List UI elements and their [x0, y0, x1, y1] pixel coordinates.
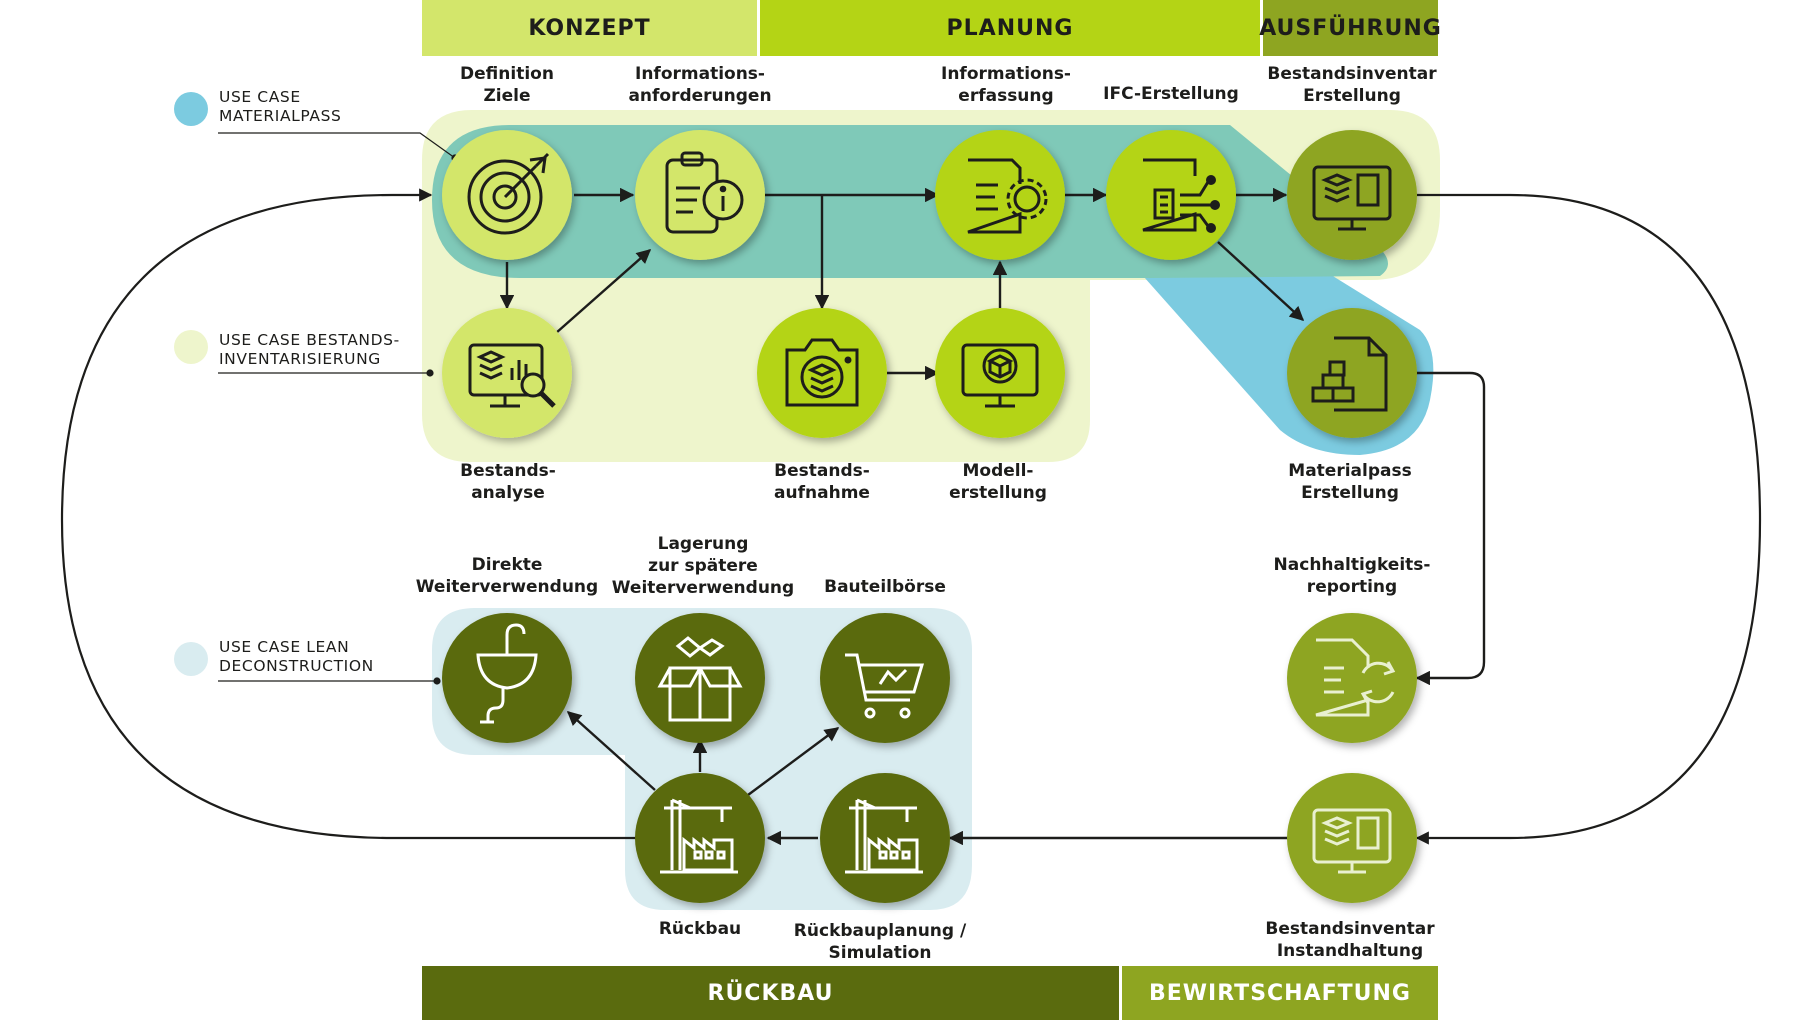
node-informationsanforderungen[interactable]: [635, 130, 765, 260]
sink-icon: [476, 623, 538, 724]
node-ifc-erstellung[interactable]: [1106, 130, 1236, 260]
label-informationserfassung: Informations-erfassung: [941, 64, 1071, 106]
node-rueckbau[interactable]: [635, 773, 765, 903]
legend-dot-materialpass: [174, 92, 208, 126]
box-icon: [657, 636, 743, 722]
arrow-rueckbau-direkte: [566, 711, 656, 791]
phase-bewirtschaftung: BEWIRTSCHAFTUNG: [1122, 966, 1438, 1020]
label-bauteilboerse: Bauteilbörse: [824, 577, 946, 597]
node-rueckbauplanung[interactable]: [820, 773, 950, 903]
monitor-cube-icon: [961, 343, 1039, 408]
camera-icon: [785, 338, 859, 407]
node-direkte-weiterverwendung[interactable]: [442, 613, 572, 743]
label-modellerstellung: Modell-erstellung: [949, 461, 1047, 503]
phase-planung: PLANUNG: [760, 0, 1260, 56]
node-informationserfassung[interactable]: [935, 130, 1065, 260]
node-materialpass[interactable]: [1287, 308, 1417, 438]
crane-building-icon-2: [845, 798, 923, 874]
arrow-ifc-materialpass: [1217, 241, 1305, 321]
target-icon: [467, 152, 550, 235]
node-bestandsaufnahme[interactable]: [757, 308, 887, 438]
arrow-analyse-infoanf: [555, 249, 652, 334]
arrow-rueckbau-boerse: [747, 727, 840, 796]
arrow-materialpass-nachhaltigkeit: [1415, 371, 1486, 686]
region-materialpass-teal: [432, 125, 1388, 278]
node-bestandsinventar-instandhaltung[interactable]: [1287, 773, 1417, 903]
cart-icon: [845, 653, 925, 719]
legend-dot-bestandsinventarisierung: [174, 330, 208, 364]
label-rueckbau: Rückbau: [658, 919, 742, 939]
document-bricks-icon: [1311, 336, 1388, 412]
label-nachhaltigkeitsreporting: Nachhaltigkeits-reporting: [1273, 555, 1431, 597]
node-bestandsanalyse[interactable]: [442, 308, 572, 438]
monitor-magnifier-icon: [468, 343, 556, 408]
phase-rueckbau: RÜCKBAU: [422, 966, 1119, 1020]
label-ifc-erstellung: IFC-Erstellung: [1103, 84, 1239, 104]
crane-building-icon: [660, 798, 738, 874]
node-nachhaltigkeitsreporting[interactable]: [1287, 613, 1417, 743]
monitor-layers-icon: [1312, 165, 1392, 231]
node-bestandsinventar-erstellung[interactable]: [1287, 130, 1417, 260]
document-refresh-icon: [1315, 638, 1396, 717]
label-informationsanforderungen: Informations-anforderungen: [628, 64, 772, 106]
legend-dot-lean-deconstruction: [174, 642, 208, 676]
label-bestandsanalyse: Bestands-analyse: [460, 461, 556, 503]
lifecycle-loop-left: [60, 188, 700, 840]
label-bestandsaufnahme: Bestands-aufnahme: [774, 461, 870, 503]
monitor-layers-icon-2: [1312, 808, 1392, 874]
ifc-export-icon: [1142, 158, 1220, 233]
lifecycle-loop-right: [1415, 193, 1762, 845]
document-gear-icon: [967, 158, 1048, 234]
phase-konzept: KONZEPT: [422, 0, 757, 56]
legend-label-bestandsinventarisierung: USE CASE BESTANDS-INVENTARISIERUNG: [219, 331, 400, 368]
label-rueckbauplanung: Rückbauplanung /Simulation: [793, 921, 967, 963]
clipboard-info-icon: [665, 151, 744, 234]
phase-ausfuehrung: AUSFÜHRUNG: [1259, 0, 1441, 56]
legend-leader-materialpass: [218, 132, 456, 159]
